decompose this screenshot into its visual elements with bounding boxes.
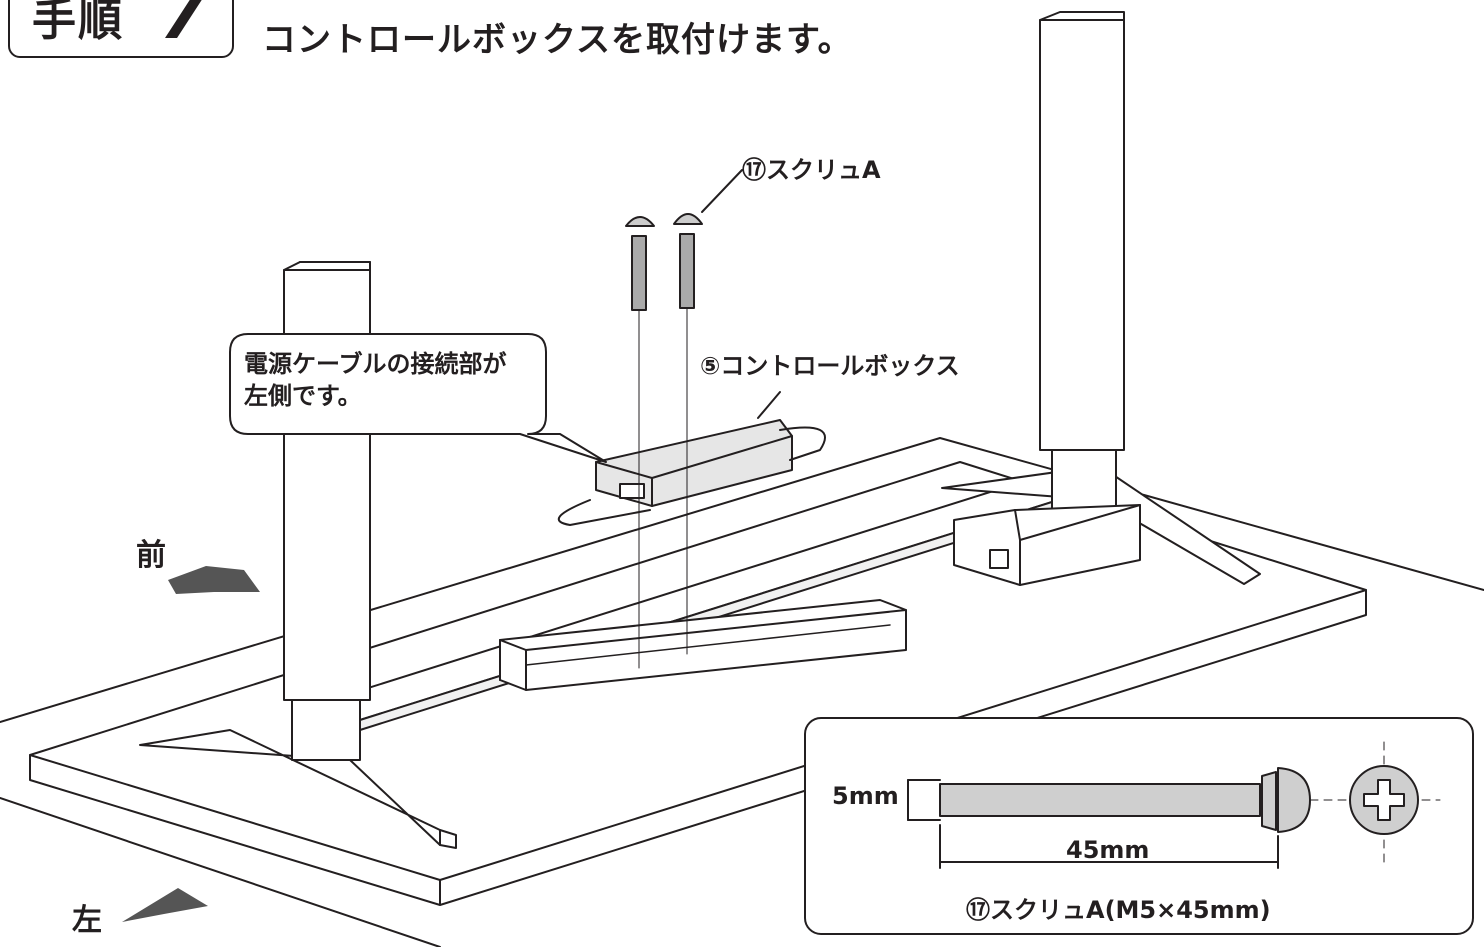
- step-title: コントロールボックスを取付けます。: [262, 20, 853, 60]
- floor-line: [0, 797, 441, 947]
- tabletop-edge: [29, 589, 1367, 906]
- step-label: 手順: [32, 0, 124, 46]
- screw-spec-label: ⑰スクリュA(M5×45mm): [966, 896, 1271, 924]
- screw-right: [673, 213, 703, 655]
- front-arrow: [168, 566, 260, 594]
- right-leg-lower: [1051, 449, 1117, 516]
- control-box-cable: [557, 426, 826, 526]
- motor-port: [989, 549, 1009, 569]
- length-label: 45mm: [1066, 836, 1150, 864]
- step-box: 手順 7: [8, 0, 234, 58]
- front-label: 前: [136, 538, 166, 573]
- detail-box: [804, 717, 1474, 935]
- box-leader: [757, 391, 781, 419]
- callout-line-2: 左側です。: [244, 382, 362, 410]
- callout-line-1: 電源ケーブルの接続部が: [244, 350, 507, 378]
- left-leg-lower: [291, 694, 361, 761]
- control-box-label: ⑤コントロールボックス: [700, 352, 960, 380]
- screw-leader: [701, 169, 743, 213]
- control-box-connector: [619, 483, 645, 499]
- callout-bubble: [229, 333, 607, 463]
- left-label: 左: [72, 903, 102, 938]
- left-arrow: [122, 888, 208, 922]
- step-number: 7: [160, 0, 205, 54]
- callout-text: 電源ケーブルの接続部が 左側です。: [244, 348, 544, 412]
- diameter-label: 5mm: [832, 782, 899, 810]
- screw-left: [625, 216, 655, 669]
- screw-label: ⑰スクリュA: [742, 156, 881, 184]
- right-leg-upper: [1039, 19, 1125, 451]
- detail-screw: [907, 741, 1441, 869]
